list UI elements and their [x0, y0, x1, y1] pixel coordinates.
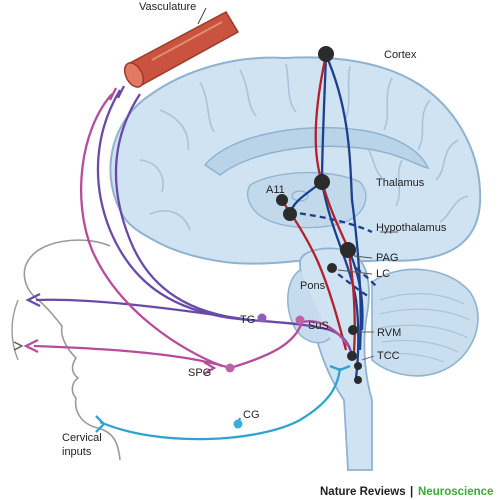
input-terminals — [23, 85, 351, 433]
thalamus-node — [314, 174, 330, 190]
ganglia — [225, 313, 305, 429]
leader-lines — [337, 231, 398, 361]
label-lc: LC — [376, 268, 390, 280]
ventricle — [291, 190, 309, 202]
tg-ganglion — [257, 313, 267, 323]
pag-node — [340, 242, 356, 258]
magenta-pathways — [33, 93, 349, 370]
label-spg: SPG — [188, 367, 211, 379]
label-vasculature: Vasculature — [139, 1, 196, 13]
labels: Vasculature Cortex Thalamus A11 Hypothal… — [62, 1, 447, 458]
thalamus-region — [247, 171, 367, 229]
head-profile — [23, 239, 121, 461]
rvm-node — [348, 325, 358, 335]
ear — [11, 299, 19, 361]
label-cervical: Cervical — [62, 432, 102, 444]
neuron-nodes — [276, 46, 362, 384]
label-a11: A11 — [266, 184, 285, 196]
tcc-node-3 — [354, 376, 362, 384]
label-pons: Pons — [300, 280, 326, 292]
credit-section: Neuroscience — [418, 486, 493, 498]
label-sus: SuS — [308, 320, 329, 332]
cyan-pathways — [99, 367, 342, 441]
label-cortex: Cortex — [384, 49, 417, 61]
a11-node-2 — [283, 207, 297, 221]
purple-pathways — [35, 89, 354, 357]
tcc-node-2 — [354, 362, 362, 370]
label-tcc: TCC — [377, 350, 400, 362]
vasculature-vessel — [123, 7, 240, 88]
credit-journal: Nature Reviews — [320, 486, 406, 498]
tcc-node-1 — [347, 351, 357, 361]
brain — [109, 56, 482, 471]
label-cg: CG — [243, 409, 260, 421]
label-inputs: inputs — [62, 446, 92, 458]
sus-ganglion — [295, 315, 305, 325]
cortex-node — [318, 46, 334, 62]
label-thalamus: Thalamus — [376, 177, 425, 189]
cg-ganglion — [233, 419, 243, 429]
label-tg: TG — [240, 314, 255, 326]
spg-ganglion — [225, 363, 235, 373]
corpus-callosum — [203, 126, 430, 176]
vasculature-leader — [197, 7, 207, 25]
eye-icon — [13, 341, 24, 351]
cerebellar-folia — [379, 293, 471, 363]
sulci — [139, 63, 469, 231]
lc-node — [327, 263, 337, 273]
label-hypothalamus: Hypothalamus — [376, 222, 447, 234]
a11-node-1 — [276, 194, 288, 206]
label-rvm: RVM — [377, 327, 401, 339]
label-pag: PAG — [376, 252, 398, 264]
journal-credit: Nature Reviews | Neuroscience — [320, 486, 493, 498]
credit-separator: | — [410, 486, 413, 498]
